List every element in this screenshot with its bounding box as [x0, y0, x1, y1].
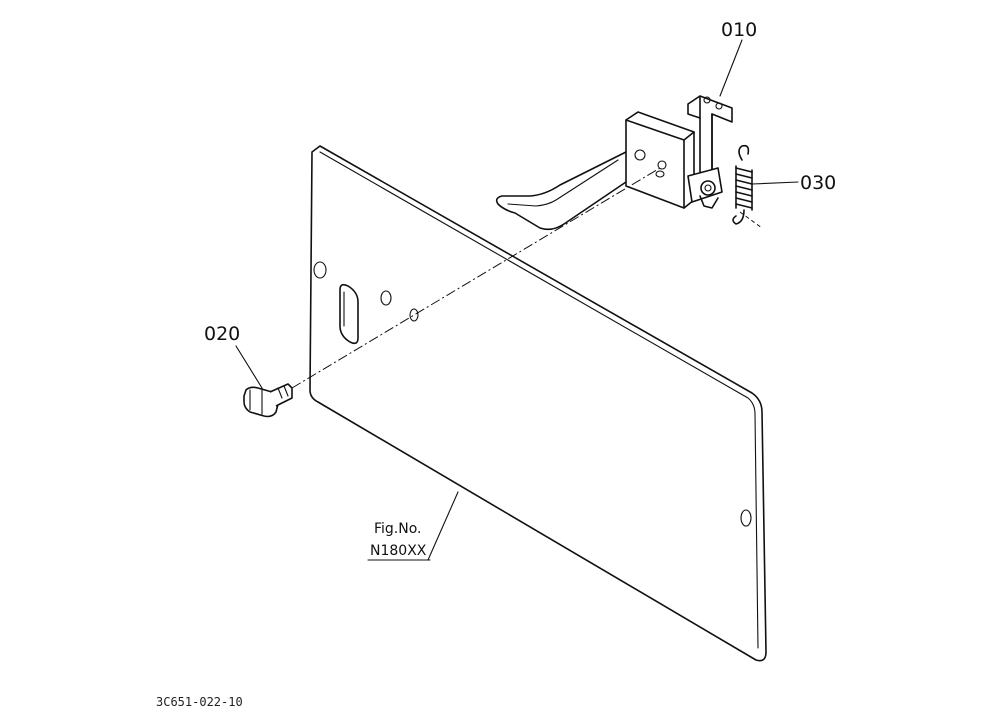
tension-spring	[732, 144, 753, 225]
panel-hole	[380, 290, 392, 306]
bracket-hole	[655, 170, 665, 178]
callout-030: 030	[800, 172, 836, 194]
leader-fig-no	[427, 491, 459, 561]
drawing-code: 3C651-022-10	[156, 695, 243, 709]
callout-010: 010	[721, 19, 757, 41]
bolt	[243, 383, 293, 418]
bracket-bolt	[700, 180, 716, 196]
tab-hole	[715, 102, 723, 110]
alignment-line	[291, 167, 661, 389]
bracket-hole	[657, 160, 667, 170]
callout-020: 020	[204, 323, 240, 345]
fig-no-value: N180XX	[370, 543, 427, 559]
panel-hole	[409, 308, 419, 322]
spring-alignment-line	[739, 211, 763, 229]
bracket-assembly	[495, 95, 733, 231]
leader-010	[719, 39, 743, 97]
fig-no-label: Fig.No.	[374, 521, 422, 537]
leader-030	[751, 181, 799, 185]
leader-020	[235, 345, 263, 389]
panel-slot	[339, 283, 359, 345]
bracket-hole	[634, 149, 646, 161]
tab-hole	[703, 96, 711, 104]
panel-hole	[313, 261, 327, 279]
panel-plate	[309, 145, 767, 662]
panel-hole	[740, 509, 752, 527]
